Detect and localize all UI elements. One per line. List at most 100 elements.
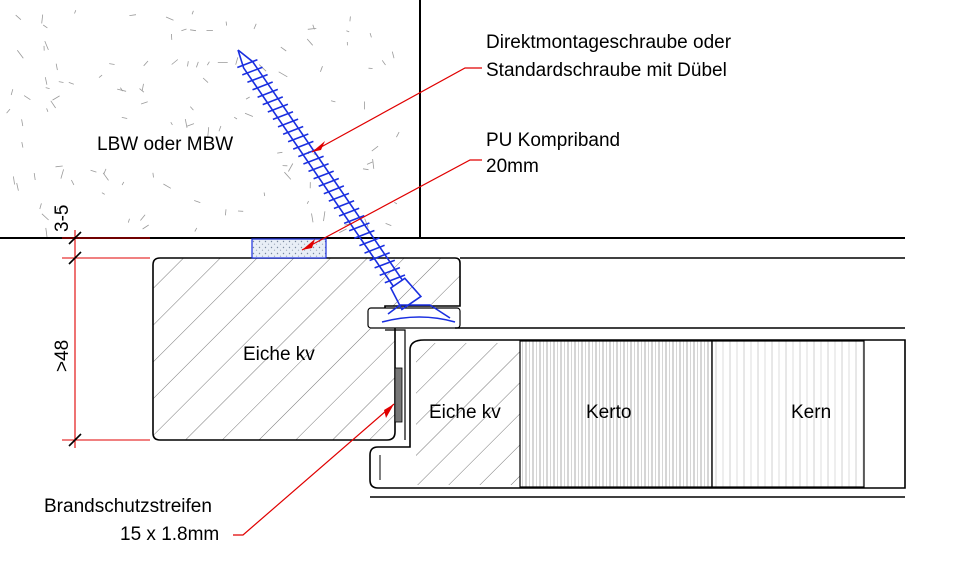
fire-strip-label-line1: Brandschutzstreifen [44, 496, 212, 517]
screw-thread [308, 162, 329, 173]
wall-texture-mark [101, 192, 105, 195]
wall-texture-mark [381, 60, 386, 66]
door-leaf [369, 339, 906, 498]
wall-texture-mark [74, 10, 77, 14]
foam-leader [301, 159, 482, 251]
strip-leader [233, 403, 395, 536]
wall-texture-mark [364, 218, 369, 228]
screw-thread [364, 244, 385, 254]
pu-foam-tape [251, 238, 327, 259]
wall-texture-mark [141, 83, 144, 91]
wall-texture-mark [346, 30, 350, 33]
wall-texture-mark [245, 96, 250, 100]
screw-thread [338, 207, 360, 217]
wall-texture-mark [244, 112, 254, 117]
wall-texture-mark [190, 106, 194, 111]
fire-strip-label-line2: 15 x 1.8mm [120, 524, 219, 545]
leader-arrowheads [302, 141, 394, 418]
screw-thread [252, 81, 273, 91]
screw-leader [311, 67, 482, 153]
wall-texture-mark [55, 165, 63, 168]
wall-texture-mark [33, 173, 36, 181]
wall-texture-mark [140, 101, 148, 105]
foam-label-line1: PU Kompriband [486, 130, 620, 151]
wall-texture-mark [194, 227, 198, 232]
wall-texture-mark [233, 116, 238, 120]
wall-texture-mark [277, 151, 283, 154]
wall-texture-mark [45, 87, 50, 89]
wall-texture-mark [391, 51, 395, 59]
wall-texture-mark [68, 82, 74, 85]
screw-head-seat [387, 304, 451, 319]
wall-texture-mark [58, 81, 64, 83]
wall-texture-mark [39, 203, 42, 210]
wall-texture-mark [349, 16, 351, 22]
wall-texture-mark [330, 100, 336, 103]
wall-texture-mark [202, 77, 209, 83]
wall-texture-mark [54, 207, 59, 214]
wall-texture-mark [15, 14, 22, 20]
screw-thread [262, 96, 284, 106]
dimension-lines [62, 230, 150, 448]
wall-texture-mark [50, 100, 56, 109]
frame-top-lines [455, 257, 905, 329]
wall-texture-mark [278, 71, 288, 78]
wall-texture-mark [225, 21, 227, 26]
screw-label-line1: Direktmontageschraube oder [486, 32, 732, 53]
wall-texture-mark [109, 63, 115, 65]
screw-thread [384, 274, 406, 284]
wall-texture-mark [140, 214, 146, 221]
wall-texture-mark [307, 28, 317, 30]
screw-head [389, 277, 423, 311]
wall-texture-mark [311, 213, 314, 223]
wall-texture-mark [372, 159, 375, 169]
wall-texture-mark [207, 127, 210, 137]
wall-texture-mark [225, 209, 227, 216]
wall-texture-mark [6, 108, 11, 114]
wall-texture-mark [369, 32, 372, 38]
screw-thread [369, 251, 390, 262]
wall-texture-mark [366, 161, 373, 165]
door-edge-label: Eiche kv [429, 402, 501, 423]
wall-texture-mark [142, 224, 149, 230]
screw-thread [303, 155, 324, 165]
frame-oak-block [152, 257, 461, 441]
wall-texture-mark [165, 16, 174, 21]
wall-texture-mark [163, 183, 172, 189]
screw-thread [267, 103, 289, 113]
wall-texture-mark [103, 168, 107, 175]
wall-texture-mark [16, 182, 19, 191]
wall-texture-mark [46, 108, 49, 112]
wall-texture-mark [16, 49, 24, 59]
wall-texture-mark [21, 119, 24, 127]
wall-texture-mark [320, 66, 323, 72]
wall-texture-mark [10, 89, 14, 96]
wall-texture-mark [41, 14, 44, 24]
wall-texture-mark [288, 163, 294, 172]
wall-texture-mark [71, 179, 75, 186]
screw-thread [292, 140, 314, 150]
wall-texture-mark [171, 59, 179, 65]
wall-texture-mark [371, 145, 379, 152]
wall-texture-mark [235, 57, 239, 65]
wall-label: LBW oder MBW [97, 134, 233, 155]
wall-texture-mark [206, 61, 210, 66]
screw-thread [323, 185, 345, 195]
frame-label: Eiche kv [243, 344, 315, 365]
wall-texture-mark [170, 121, 173, 126]
wall-texture-mark [55, 63, 58, 71]
wall-texture-mark [385, 223, 392, 226]
screw-thread [272, 110, 294, 121]
wall-texture-mark [263, 192, 266, 197]
screw-thread [247, 73, 268, 84]
wall-texture-mark [44, 40, 49, 51]
foam-label-line2: 20mm [486, 156, 539, 177]
wall-texture-mark [323, 211, 326, 222]
screw-thread [242, 66, 263, 76]
screw-thread [282, 125, 304, 136]
wall-texture-mark [42, 24, 48, 29]
wall-texture-mark [253, 23, 257, 30]
wall-texture-mark [121, 117, 128, 119]
core-label: Kern [791, 402, 831, 423]
screw-thread [328, 192, 350, 202]
